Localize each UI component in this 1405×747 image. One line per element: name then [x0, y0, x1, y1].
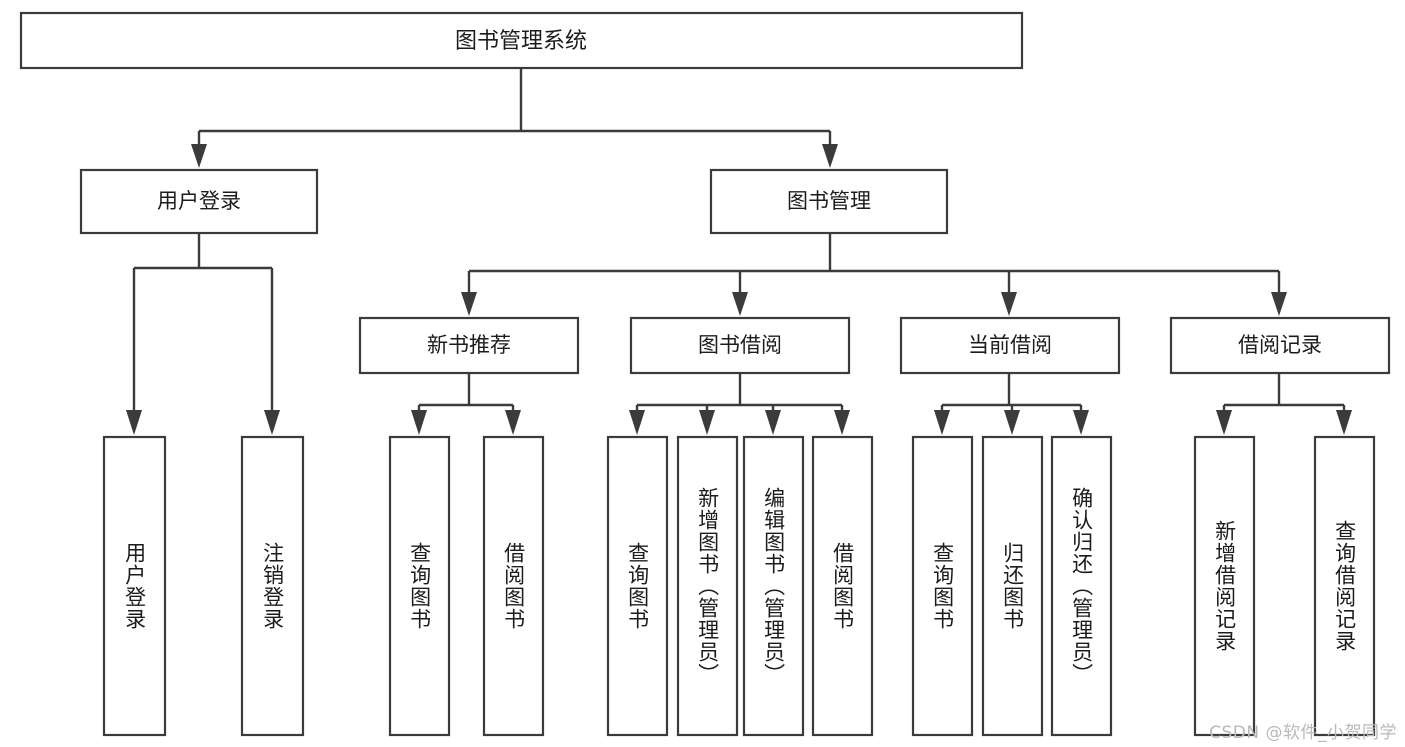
arrow-current-borrow [1001, 292, 1017, 316]
leaf-query-book-1-box[interactable] [388, 435, 451, 737]
csdn-watermark: CSDN @软件_小贺同学 [1209, 723, 1397, 743]
node-user-login-box[interactable] [79, 168, 319, 235]
node-new-book-recommend-box[interactable] [358, 316, 580, 375]
arrow-leaf-return-book [1004, 410, 1020, 435]
leaf-query-book-2-box[interactable] [606, 435, 669, 737]
node-borrow-record[interactable]: 借阅记录 [1169, 316, 1391, 375]
node-root-box[interactable] [19, 11, 1024, 70]
node-root[interactable]: 图书管理系统 [19, 11, 1024, 70]
node-book-management-label: 图书管理 [787, 189, 871, 213]
leaf-borrow-book-2-box[interactable] [811, 435, 874, 737]
arrow-leaf-borrow-book-2 [834, 410, 850, 435]
arrow-leaf-user-logout [264, 410, 280, 435]
arrow-leaf-user-login [126, 410, 142, 435]
arrow-leaf-add-record [1216, 410, 1232, 435]
node-current-borrow-label: 当前借阅 [968, 333, 1052, 357]
arrow-new-book-recommend [461, 292, 477, 316]
node-new-book-recommend-label: 新书推荐 [427, 333, 511, 357]
arrow-book-management [822, 144, 838, 168]
arrow-user-login [191, 144, 207, 168]
arrow-leaf-query-book-3 [934, 410, 950, 435]
node-user-login-label: 用户登录 [157, 189, 241, 213]
leaf-add-book-box[interactable] [676, 435, 739, 737]
node-borrow-record-box[interactable] [1169, 316, 1391, 375]
leaf-add-record-box[interactable] [1193, 435, 1256, 737]
leaf-user-login-box[interactable] [102, 435, 167, 737]
node-book-borrow-label: 图书借阅 [698, 333, 782, 357]
arrow-leaf-edit-book [765, 410, 781, 435]
node-book-management-box[interactable] [709, 168, 949, 235]
node-book-borrow-box[interactable] [629, 316, 851, 375]
leaf-query-book-3-box[interactable] [911, 435, 974, 737]
node-book-management[interactable]: 图书管理 [709, 168, 949, 235]
leaf-return-book-box[interactable] [981, 435, 1044, 737]
leaf-user-logout-box[interactable] [240, 435, 305, 737]
connectors [126, 68, 1352, 435]
arrow-leaf-query-book-1 [411, 410, 427, 435]
node-book-borrow[interactable]: 图书借阅 [629, 316, 851, 375]
arrow-leaf-query-book-2 [629, 410, 645, 435]
node-root-label: 图书管理系统 [455, 29, 587, 54]
leaf-edit-book-box[interactable] [742, 435, 805, 737]
arrow-leaf-query-record [1336, 410, 1352, 435]
leaf-confirm-return-box[interactable] [1050, 435, 1113, 737]
leaf-borrow-book-1-box[interactable] [482, 435, 545, 737]
leaf-query-record-box[interactable] [1313, 435, 1376, 737]
node-user-login[interactable]: 用户登录 [79, 168, 319, 235]
arrow-leaf-confirm-return [1073, 410, 1089, 435]
arrow-borrow-record [1271, 292, 1287, 316]
node-borrow-record-label: 借阅记录 [1238, 333, 1322, 357]
arrow-leaf-borrow-book-1 [505, 410, 521, 435]
arrow-leaf-add-book [699, 410, 715, 435]
arrow-book-borrow [732, 292, 748, 316]
node-current-borrow-box[interactable] [899, 316, 1121, 375]
node-new-book-recommend[interactable]: 新书推荐 [358, 316, 580, 375]
node-current-borrow[interactable]: 当前借阅 [899, 316, 1121, 375]
leaf-boxes [102, 435, 1376, 737]
